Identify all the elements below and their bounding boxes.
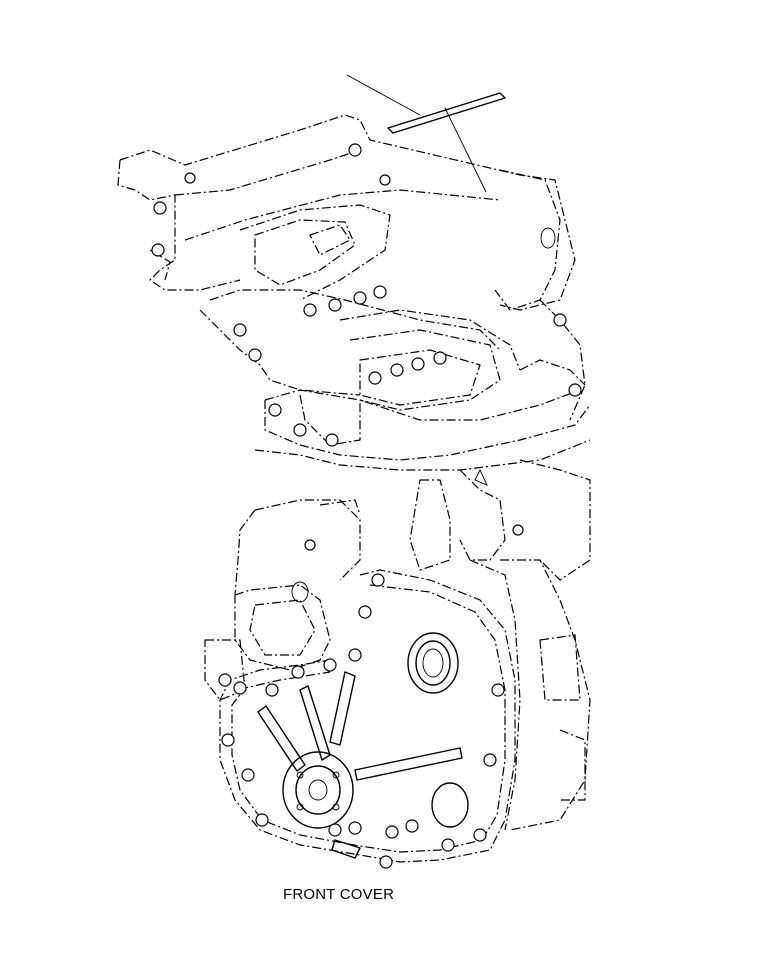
figure-caption: FRONT COVER	[283, 886, 395, 903]
cover-bolts	[218, 573, 505, 869]
cover-ribs	[257, 671, 463, 859]
oil-seal	[407, 632, 459, 694]
idler-boss	[431, 782, 469, 828]
flywheel-housing-left	[204, 509, 331, 701]
front-cover-plate	[219, 569, 516, 863]
leader-line	[444, 107, 487, 193]
crank-pulley	[282, 751, 354, 829]
gasket-strip	[346, 74, 506, 193]
upper-frame-bracket	[117, 114, 591, 461]
engine-block	[254, 439, 591, 831]
frame-bolts	[151, 143, 582, 447]
leader-line	[346, 74, 421, 116]
